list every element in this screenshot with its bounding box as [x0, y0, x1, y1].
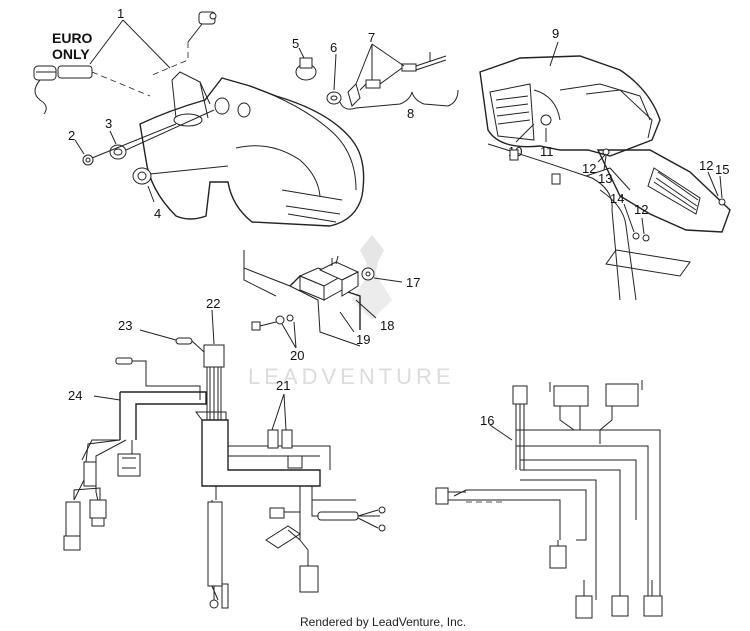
callout-5: 5 — [292, 36, 299, 51]
connector-part-7 — [347, 52, 447, 107]
euro-note-line2: ONLY — [52, 46, 90, 62]
switch-bushing-part-3 — [109, 144, 127, 160]
callout-20: 20 — [290, 348, 304, 363]
callout-24: 24 — [68, 388, 82, 403]
harness-part-16: 16 — [435, 380, 663, 619]
side-panel-assembly: 9 10 11 12 13 12 15 14 12 — [479, 26, 731, 301]
footer-credit: Rendered by LeadVenture, Inc. — [300, 615, 466, 629]
key-switch-part — [33, 11, 217, 115]
fuse-holder — [207, 501, 223, 587]
watermark: LEADVENTURE — [248, 235, 455, 389]
callout-9: 9 — [552, 26, 559, 41]
fuse-part-21b — [281, 429, 293, 449]
relay-bracket-assembly: 18 19 17 20 — [243, 250, 420, 363]
connector-part-23 — [175, 337, 193, 345]
callout-21: 21 — [276, 378, 290, 393]
euro-note-line1: EURO — [52, 30, 93, 46]
callout-12b: 12 — [699, 158, 713, 173]
callout-11: 11 — [540, 144, 554, 159]
nut-part-2 — [82, 154, 94, 166]
callout-16: 16 — [480, 413, 494, 428]
relay-part-18 — [298, 255, 360, 301]
watermark-text: LEADVENTURE — [248, 364, 455, 389]
connector-block — [117, 453, 141, 477]
fuse-part-21a — [267, 429, 279, 449]
callout-8: 8 — [407, 106, 414, 121]
callout-18: 18 — [380, 318, 394, 333]
callout-7: 7 — [368, 30, 375, 45]
callout-12a: 12 — [582, 161, 596, 176]
screw-part-20 — [251, 314, 294, 331]
callout-15: 15 — [715, 162, 729, 177]
callout-14: 14 — [610, 191, 624, 206]
switch-part-5 — [295, 57, 317, 81]
callout-22: 22 — [206, 296, 220, 311]
grommet-part-4 — [132, 167, 152, 185]
nut-part-17 — [361, 267, 375, 281]
callout-12c: 12 — [634, 202, 648, 217]
callout-6: 6 — [330, 40, 337, 55]
callout-4: 4 — [154, 206, 161, 221]
callout-23: 23 — [118, 318, 132, 333]
washer-part-6 — [326, 91, 342, 105]
callout-13: 13 — [598, 171, 612, 186]
callout-3: 3 — [105, 116, 112, 131]
callout-1: 1 — [117, 6, 124, 21]
callout-19: 19 — [356, 332, 370, 347]
main-wiring-harness: 22 23 24 — [63, 296, 386, 609]
callout-2: 2 — [68, 128, 75, 143]
front-cowl-assembly: EURO ONLY 1 — [33, 6, 459, 227]
connector-part-22 — [203, 344, 225, 368]
callout-17: 17 — [406, 275, 420, 290]
